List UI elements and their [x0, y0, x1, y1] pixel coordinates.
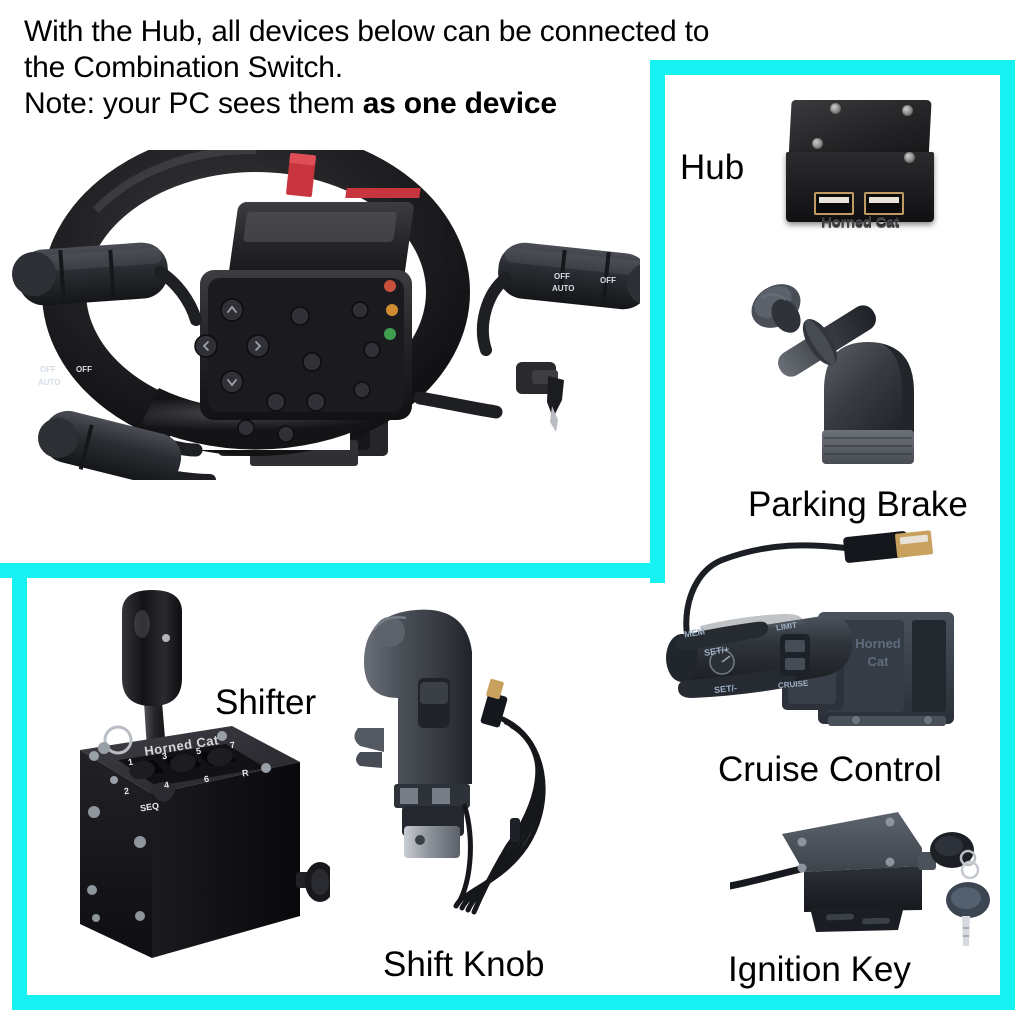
panel-border-bottom	[12, 995, 1015, 1010]
spare-key	[946, 860, 990, 946]
steering-wheel-graphic	[12, 128, 669, 486]
header-line-3-emphasis: as one device	[362, 87, 557, 120]
parking-brake-graphic	[751, 284, 914, 464]
hub-label: Hub	[680, 148, 745, 187]
hub-screw-4	[904, 152, 915, 163]
panel-border-junction	[650, 563, 665, 583]
header-text-block: With the Hub, all devices below can be c…	[24, 14, 710, 122]
left-stalk-label-off-1: OFF	[40, 365, 56, 374]
cruise-control-device: MEM SET/+ SET/- MEM MEM LIMIT CRUISE MEM…	[660, 530, 980, 750]
shift-knob-device	[350, 600, 580, 950]
cruise-control-stalk	[666, 613, 853, 698]
header-line-3: Note: your PC sees them as one device	[24, 86, 664, 122]
key-in-lock	[930, 832, 977, 868]
right-combination-stalk	[413, 242, 669, 419]
hub-device: Horned Cat	[786, 100, 938, 231]
shifter-clamp-knob	[296, 862, 335, 902]
panel-border-middle	[0, 563, 665, 578]
panel-border-left-lower	[12, 568, 27, 1010]
hub-screw-3	[812, 138, 823, 149]
usb-connector	[843, 530, 933, 563]
cruise-control-graphic	[666, 530, 954, 726]
wheel-ignition-barrel	[516, 362, 564, 432]
shifter-graphic	[80, 590, 335, 958]
cruise-control-label: Cruise Control	[718, 750, 942, 789]
parking-brake-device	[742, 272, 942, 482]
hub-usb-port-1[interactable]	[814, 192, 854, 215]
left-stalk-label-off-2: OFF	[76, 365, 92, 374]
shifter-device: Horned Cat 1 3 5 7 2 4 6 R SEQ	[70, 590, 335, 990]
right-stalk-label-off-1: OFF	[554, 272, 570, 281]
rim-top-center-marker	[286, 152, 316, 198]
left-lower-stalk	[38, 410, 216, 486]
steering-wheel-assembly: OFF AUTO OFF OFF AUTO OFF	[0, 128, 669, 486]
header-line-2: the Combination Switch.	[24, 51, 343, 84]
ignition-key-label: Ignition Key	[728, 950, 911, 989]
wheel-button-glyphs	[202, 305, 262, 387]
right-stalk-label-off-2: OFF	[600, 276, 616, 285]
shift-knob-connector	[480, 678, 508, 728]
shifter-gear-R: R	[241, 767, 250, 779]
shifter-label: Shifter	[215, 683, 317, 722]
panel-border-left-upper	[650, 60, 665, 578]
panel-border-right	[1000, 60, 1015, 1010]
hub-usb-port-2[interactable]	[864, 192, 904, 215]
wheel-indicator-lights	[384, 280, 398, 340]
shift-knob-label: Shift Knob	[383, 945, 545, 984]
hub-brand-text: Horned Cat	[821, 214, 899, 231]
parking-brake-label: Parking Brake	[748, 485, 968, 524]
hub-screw-1	[830, 103, 841, 114]
ignition-key-graphic	[726, 812, 990, 946]
wheel-button-cluster	[194, 298, 381, 443]
ignition-key-device	[726, 800, 990, 950]
panel-border-top-right	[650, 60, 1015, 75]
hub-front-face: Horned Cat	[786, 152, 934, 231]
cruise-brand-line-1: Horned	[855, 636, 901, 651]
header-line-1: With the Hub, all devices below can be c…	[24, 15, 710, 48]
shifter-keyring	[98, 725, 133, 755]
hub-screw-2	[902, 105, 913, 116]
right-stalk-label-auto: AUTO	[552, 284, 575, 293]
left-stalk-label-auto: AUTO	[38, 378, 61, 387]
cruise-brand-line-2: Cat	[867, 654, 889, 669]
shift-knob-graphic	[354, 609, 546, 915]
header-line-3-prefix: Note: your PC sees them	[24, 87, 363, 120]
